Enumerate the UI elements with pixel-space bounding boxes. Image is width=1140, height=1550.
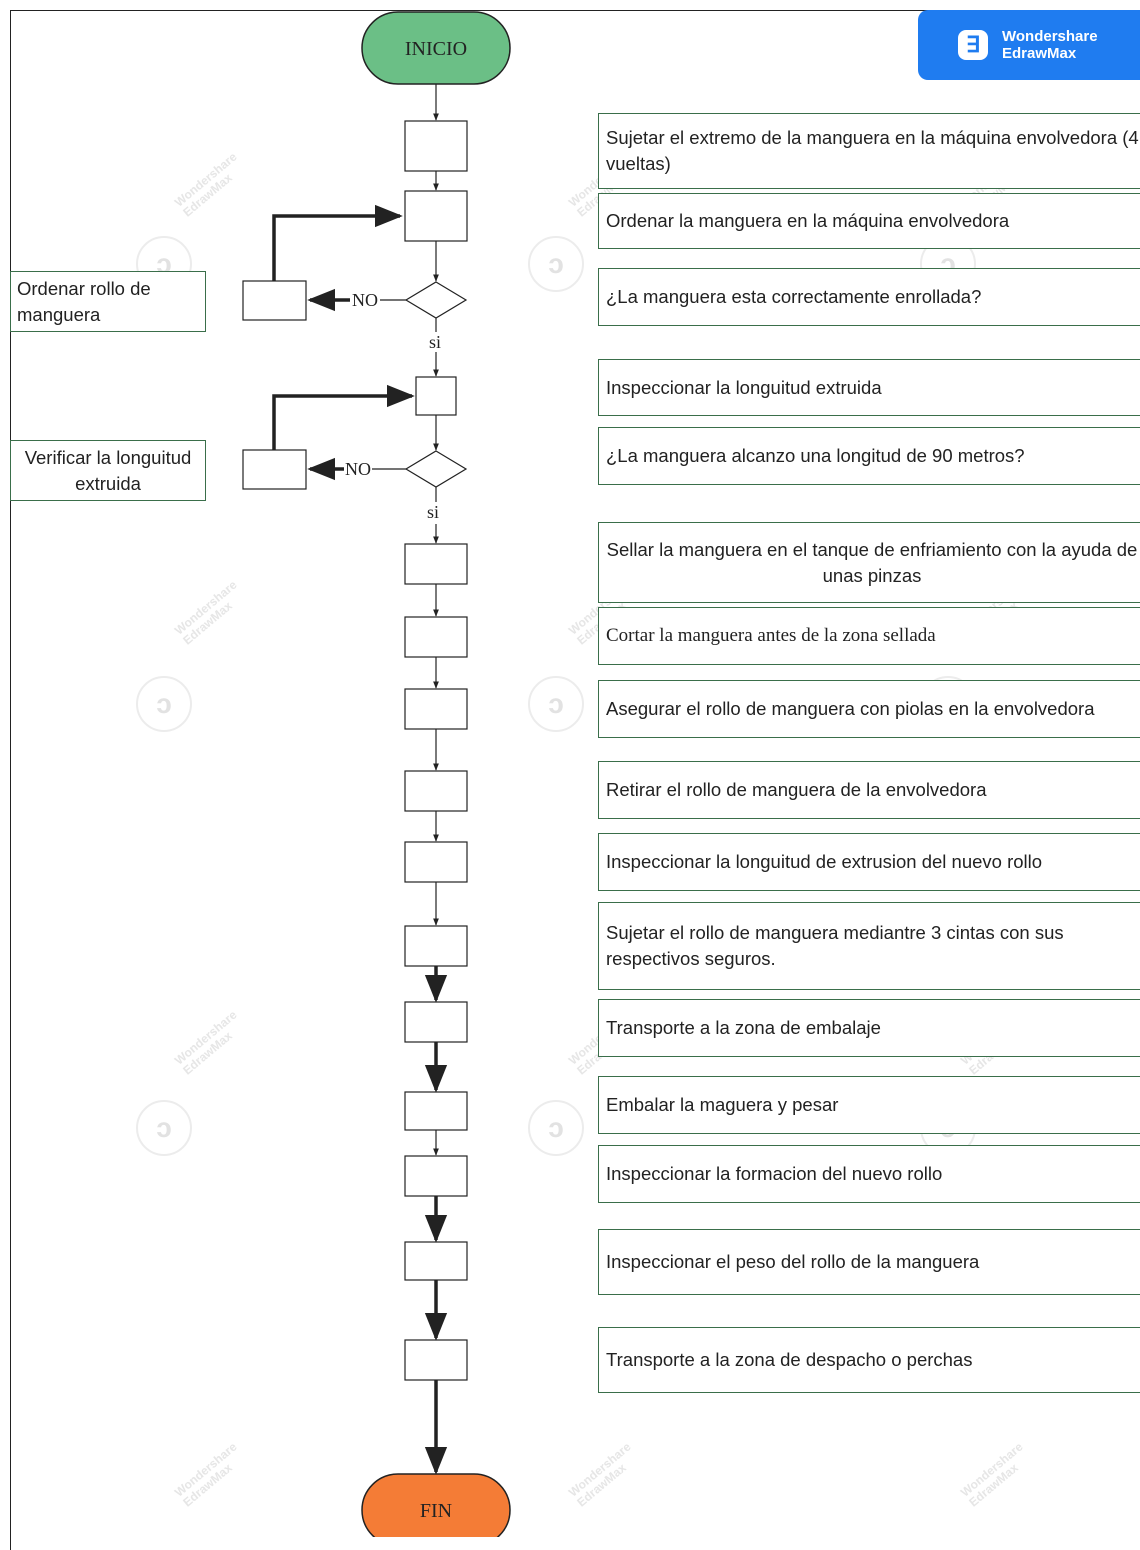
step-description: Embalar la maguera y pesar	[598, 1076, 1140, 1134]
yes-label: si	[429, 332, 441, 352]
rework-box[interactable]	[242, 449, 307, 490]
end-label: FIN	[420, 1500, 452, 1522]
process-box[interactable]	[404, 1241, 468, 1281]
step-description: ¿La manguera esta correctamente enrollad…	[598, 268, 1140, 326]
decision-diamond[interactable]	[404, 450, 468, 488]
no-label: NO	[345, 459, 371, 479]
no-label: NO	[352, 290, 378, 310]
process-box[interactable]	[404, 616, 468, 658]
diagram-frame	[10, 10, 1140, 1550]
step-description: ¿La manguera alcanzo una longitud de 90 …	[598, 427, 1140, 485]
connectors	[372, 84, 439, 1156]
process-box[interactable]	[404, 1155, 468, 1197]
rework-box[interactable]	[242, 280, 307, 321]
step-description: Transporte a la zona de embalaje	[598, 999, 1140, 1057]
step-description: Inspeccionar la longuitud de extrusion d…	[598, 833, 1140, 891]
step-description: Inspeccionar el peso del rollo de la man…	[598, 1229, 1140, 1295]
process-box[interactable]	[404, 1001, 468, 1043]
yes-label: si	[427, 502, 439, 522]
process-box[interactable]	[404, 770, 468, 812]
process-box[interactable]	[404, 120, 468, 172]
badge-line-1: Wondershare	[1002, 28, 1098, 45]
process-box[interactable]	[404, 841, 468, 883]
badge-line-2: EdrawMax	[1002, 45, 1077, 62]
step-description: Sellar la manguera en el tanque de enfri…	[598, 522, 1140, 603]
step-description: Transporte a la zona de despacho o perch…	[598, 1327, 1140, 1393]
step-description: Retirar el rollo de manguera de la envol…	[598, 761, 1140, 819]
process-box[interactable]	[404, 543, 468, 585]
edrawmax-badge[interactable]: ∃ Wondershare EdrawMax	[918, 10, 1140, 80]
step-description: Sujetar el rollo de manguera mediantre 3…	[598, 902, 1140, 990]
process-box[interactable]	[404, 1091, 468, 1131]
process-box[interactable]	[415, 376, 457, 416]
step-description: Inspeccionar la formacion del nuevo roll…	[598, 1145, 1140, 1203]
process-box[interactable]	[404, 190, 468, 242]
process-box[interactable]	[404, 925, 468, 967]
step-description: Asegurar el rollo de manguera con piolas…	[598, 680, 1140, 738]
process-box[interactable]	[404, 688, 468, 730]
edrawmax-logo-icon: ∃	[958, 30, 988, 60]
side-note: Verificar la longuitud extruida	[10, 440, 206, 501]
step-description: Ordenar la manguera en la máquina envolv…	[598, 193, 1140, 249]
decision-diamond[interactable]	[404, 281, 468, 319]
bold-connectors	[272, 204, 448, 1475]
process-box[interactable]	[404, 1339, 468, 1381]
side-note: Ordenar rollo de manguera	[10, 271, 206, 332]
step-description: Sujetar el extremo de la manguera en la …	[598, 113, 1140, 189]
step-description: Cortar la manguera antes de la zona sell…	[598, 607, 1140, 665]
step-description: Inspeccionar la longuitud extruida	[598, 359, 1140, 416]
badge-text: Wondershare EdrawMax	[1002, 28, 1098, 62]
start-label: INICIO	[405, 38, 467, 60]
